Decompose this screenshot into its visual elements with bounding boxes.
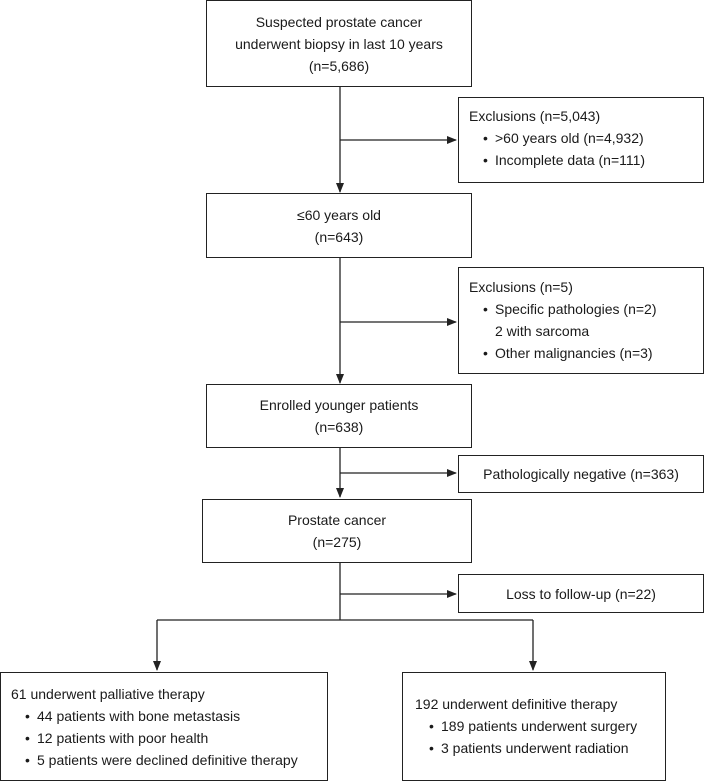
box-exclusions-1: Exclusions (n=5,043) •>60 years old (n=4…: [458, 97, 704, 183]
definitive-title: 192 underwent definitive therapy: [415, 696, 618, 712]
palliative-item: •5 patients were declined definitive the…: [25, 752, 298, 768]
definitive-item: •3 patients underwent radiation: [429, 740, 629, 756]
box-exclusions-2: Exclusions (n=5) •Specific pathologies (…: [458, 267, 704, 374]
exclusions1-item: •>60 years old (n=4,932): [483, 130, 644, 146]
box-palliative-therapy: 61 underwent palliative therapy •44 pati…: [0, 672, 328, 781]
age60-line1: ≤60 years old: [297, 206, 381, 223]
negative-text: Pathologically negative (n=363): [483, 466, 679, 482]
box-age-60: ≤60 years old (n=643): [206, 193, 472, 258]
box-definitive-therapy: 192 underwent definitive therapy •189 pa…: [402, 672, 666, 781]
definitive-item: •189 patients underwent surgery: [429, 718, 638, 734]
box-loss-to-follow-up: Loss to follow-up (n=22): [458, 574, 704, 613]
suspected-line1: Suspected prostate cancer: [255, 13, 423, 30]
palliative-item: •44 patients with bone metastasis: [25, 708, 241, 724]
exclusions2-title: Exclusions (n=5): [469, 279, 573, 295]
box-enrolled: Enrolled younger patients (n=638): [206, 384, 472, 448]
box-pathologically-negative: Pathologically negative (n=363): [458, 455, 704, 493]
cancer-line2: (n=275): [312, 534, 362, 550]
suspected-line3: (n=5,686): [308, 57, 370, 74]
palliative-item: •12 patients with poor health: [25, 730, 209, 746]
box-suspected-biopsy: Suspected prostate cancer underwent biop…: [206, 0, 472, 87]
exclusions1-title: Exclusions (n=5,043): [469, 108, 601, 124]
exclusions2-item: •Specific pathologies (n=2): [483, 301, 657, 317]
lost-text: Loss to follow-up (n=22): [506, 585, 656, 602]
enrolled-line2: (n=638): [314, 419, 364, 435]
cancer-line1: Prostate cancer: [287, 512, 387, 528]
exclusions2-subitem: 2 with sarcoma: [495, 323, 590, 339]
enrolled-line1: Enrolled younger patients: [259, 397, 419, 413]
age60-line2: (n=643): [314, 228, 364, 245]
exclusions1-item: •Incomplete data (n=111): [483, 152, 646, 168]
suspected-line2: underwent biopsy in last 10 years: [235, 35, 443, 52]
exclusions2-item: •Other malignancies (n=3): [483, 345, 653, 361]
palliative-title: 61 underwent palliative therapy: [11, 686, 205, 702]
box-prostate-cancer: Prostate cancer (n=275): [202, 499, 472, 563]
